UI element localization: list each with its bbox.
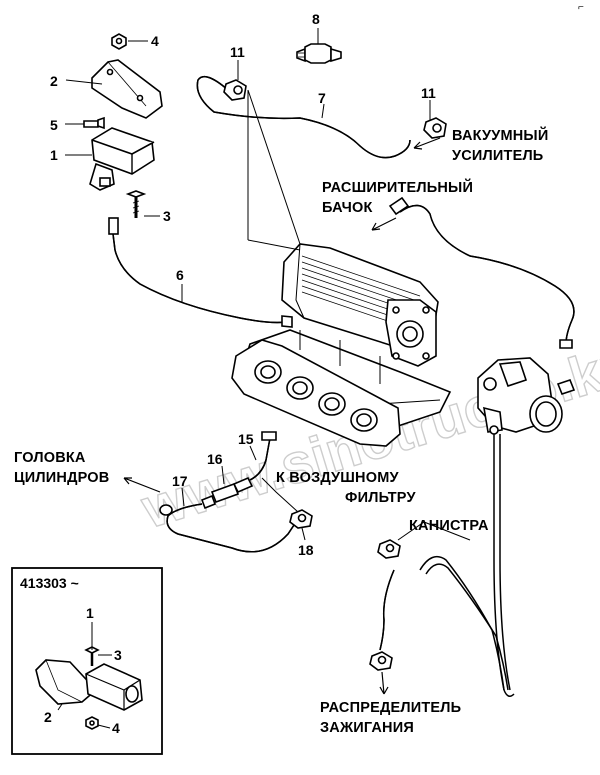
inset-nut-part-4 — [85, 716, 99, 730]
arrow-to-distributor — [379, 671, 389, 695]
check-valve-part-8 — [296, 28, 342, 64]
callout-16: 16 — [207, 451, 223, 467]
callout-1: 1 — [50, 147, 58, 163]
caption-canister: КАНИСТРА — [409, 518, 489, 534]
caption-cylinder-head-1: ГОЛОВКА — [14, 450, 86, 466]
callout-6: 6 — [176, 267, 184, 283]
callout-11-right: 11 — [421, 85, 436, 101]
vacuum-hose-part-6 — [108, 217, 293, 328]
inset-serial-label: 413303 ~ — [20, 575, 79, 591]
callout-3: 3 — [163, 208, 171, 224]
hose-part-17 — [159, 503, 297, 553]
caption-expansion-tank-2: БАЧОК — [322, 200, 373, 216]
bolt-part-5 — [83, 116, 105, 130]
clamp-part-11-right — [423, 117, 447, 139]
caption-distributor-2: ЗАЖИГАНИЯ — [320, 720, 414, 736]
caption-air-filter-2: ФИЛЬТРУ — [345, 490, 416, 506]
arrow-to-air-filter — [261, 477, 299, 513]
callout-8: 8 — [312, 11, 320, 27]
callout-17: 17 — [172, 473, 188, 489]
inset-callout-4: 4 — [112, 720, 120, 736]
inset-callout-1: 1 — [86, 605, 94, 621]
caption-expansion-tank-1: РАСШИРИТЕЛЬНЫЙ — [322, 178, 473, 196]
throttle-body — [477, 357, 576, 435]
sensor-assembly — [65, 33, 293, 328]
caption-cylinder-head-2: ЦИЛИНДРОВ — [14, 470, 109, 486]
callout-5: 5 — [50, 117, 58, 133]
bracket-part-2 — [91, 59, 163, 119]
caption-air-filter-1: К ВОЗДУШНОМУ — [276, 470, 399, 486]
coolant-hose-to-tank — [388, 196, 575, 349]
caption-vacuum-booster-2: УСИЛИТЕЛЬ — [452, 148, 543, 164]
vacuum-hose-part-7 — [196, 75, 411, 159]
clamp-part-11-upper — [223, 79, 247, 101]
callout-11-upper: 11 — [230, 44, 245, 60]
inset-bracket-part-2 — [35, 659, 98, 705]
corner-mark: ⌐ — [578, 2, 584, 13]
arrow-to-vacuum-booster — [413, 137, 441, 150]
callout-7: 7 — [318, 90, 326, 106]
valve-part-16 — [200, 476, 254, 510]
inset-variant-box: 413303 ~ 1 2 3 4 — [11, 567, 163, 755]
hose-part-15 — [249, 431, 277, 481]
nut-part-4 — [111, 33, 127, 50]
callout-2: 2 — [50, 73, 58, 89]
distributor-hose — [369, 539, 401, 671]
callout-15: 15 — [238, 431, 254, 447]
callout-4: 4 — [151, 33, 159, 49]
arrow-to-expansion-tank — [371, 217, 397, 231]
intake-manifold — [231, 89, 452, 447]
arrow-to-cylinder-head — [123, 477, 161, 493]
arrow-to-canister — [397, 521, 471, 541]
map-sensor-part-1 — [89, 127, 155, 191]
inset-sensor-part-1 — [85, 663, 143, 711]
inset-callout-3: 3 — [114, 647, 122, 663]
callout-18: 18 — [298, 542, 314, 558]
canister-line — [419, 434, 515, 697]
caption-distributor-1: РАСПРЕДЕЛИТЕЛЬ — [320, 700, 461, 716]
clamp-part-18 — [289, 509, 313, 529]
screw-part-3 — [125, 190, 147, 218]
caption-vacuum-booster-1: ВАКУУМНЫЙ — [452, 126, 548, 144]
inset-callout-2: 2 — [44, 709, 52, 725]
intake-ports — [254, 360, 378, 432]
